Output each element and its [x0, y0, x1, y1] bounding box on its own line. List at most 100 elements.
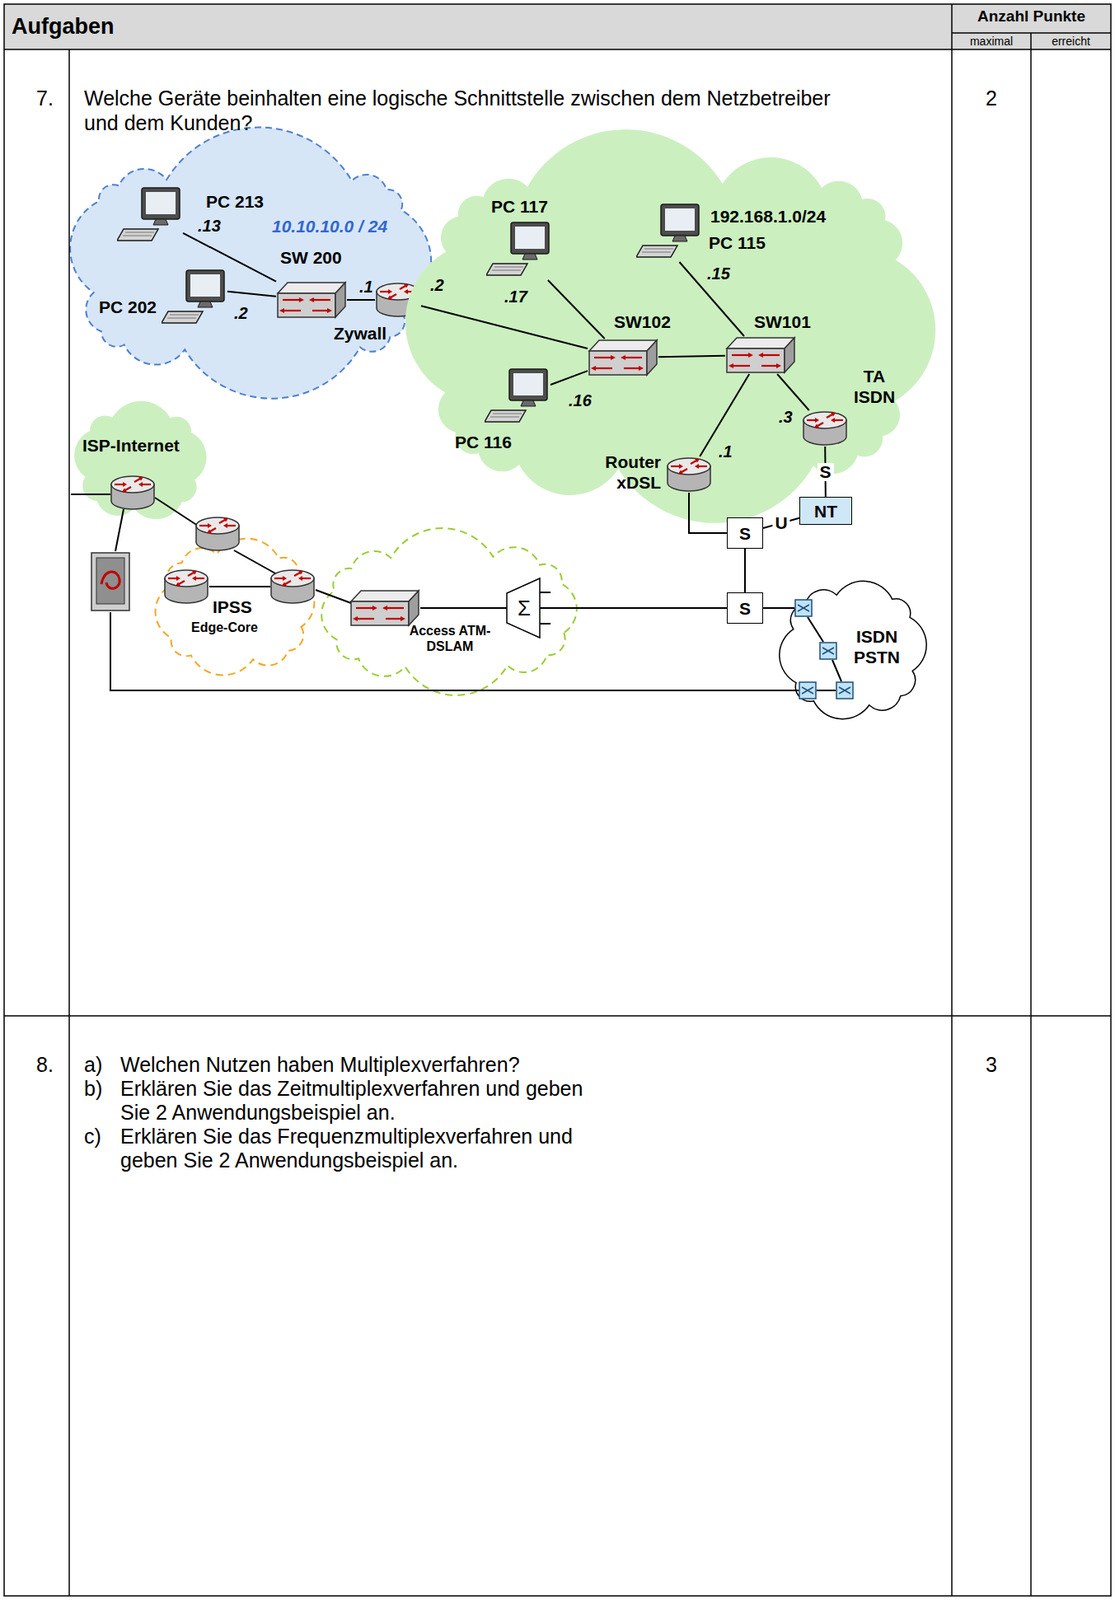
ip-suffix: .17 — [504, 286, 528, 307]
wire — [420, 607, 507, 610]
network-terminator-box: NT — [799, 496, 853, 525]
label-holder: b) — [84, 1077, 103, 1101]
label-holder: Aufgaben — [11, 13, 115, 40]
label-holder: .1 — [718, 441, 733, 462]
node-label: NT — [814, 501, 838, 522]
core-cloud: IPSSEdge-Core — [153, 539, 317, 675]
pc-icon — [117, 186, 183, 246]
wire — [70, 493, 111, 496]
router-icon — [164, 570, 208, 604]
label-holder: PC 115 — [708, 232, 766, 253]
multiplexer-symbol — [506, 578, 540, 638]
label-holder: IPSS — [212, 596, 253, 618]
task-text: Welche Geräte beinhalten eine logische S… — [84, 85, 867, 136]
node-label: S — [739, 523, 751, 544]
interface-label: S — [817, 463, 834, 482]
pc-icon: PC 115 — [636, 202, 703, 263]
cloud-outline — [70, 402, 210, 523]
switch-icon: SW102 — [587, 338, 659, 377]
exchange-icon — [819, 642, 837, 660]
router-icon — [667, 458, 711, 492]
label-holder: S — [817, 463, 834, 482]
node-label: TA ISDN — [848, 365, 900, 408]
task-text: Erklären Sie das Zeitmultiplexverfahren … — [120, 1077, 615, 1125]
points-value: 2 — [951, 85, 1031, 111]
table-grid — [4, 4, 1111, 1597]
ip-suffix: .2 — [234, 303, 249, 324]
task-number: 8. — [36, 1053, 54, 1078]
exchange-icon — [836, 682, 853, 699]
label-holder: .3 — [778, 407, 793, 427]
wire — [315, 590, 352, 604]
node-label: S — [739, 598, 751, 619]
switch-icon — [587, 338, 659, 377]
cloud-shape — [779, 580, 927, 719]
table-frame — [4, 4, 1111, 1597]
network-link — [688, 492, 727, 534]
label-holder: SW101 — [754, 311, 811, 333]
header-background — [4, 4, 1111, 50]
pstn-cloud: ISDN PSTN — [778, 580, 928, 720]
node-label: Edge-Core — [191, 619, 258, 636]
wire — [832, 660, 842, 682]
cloud-outline — [778, 580, 928, 720]
node-label: SW101 — [754, 311, 811, 333]
network-link — [227, 291, 277, 297]
label-holder: 8. — [36, 1053, 54, 1078]
router-icon — [803, 412, 847, 446]
table-rule — [1030, 32, 1032, 1597]
cloud-shape — [405, 129, 936, 524]
interface-label: U — [772, 514, 790, 533]
label-holder: Access ATM-DSLAM — [403, 623, 497, 655]
table-rule — [951, 32, 1111, 34]
exchange-icon — [799, 682, 816, 699]
node-label: SW 200 — [280, 247, 342, 268]
label-holder: a) — [84, 1053, 103, 1078]
node-label: Router xDSL — [598, 451, 661, 493]
label-holder: PC 116 — [454, 431, 512, 453]
item-letter: c) — [84, 1124, 102, 1149]
label-holder: .2 — [234, 303, 249, 324]
wire — [778, 607, 795, 610]
node-label: IPSS — [212, 596, 253, 618]
label-holder: 2 — [951, 85, 1031, 111]
ip-suffix: .1 — [359, 276, 374, 297]
router-icon: TA ISDN — [801, 410, 848, 447]
node-label: PC 213 — [206, 191, 264, 212]
switch-icon — [725, 336, 797, 375]
network-link — [550, 370, 588, 385]
router-icon — [271, 570, 314, 604]
wire — [110, 612, 799, 691]
pc-icon — [117, 187, 180, 241]
label-holder: PC 117 — [491, 196, 549, 217]
ip-suffix: .15 — [707, 263, 731, 284]
network-link — [763, 607, 779, 610]
label-holder: 3 — [951, 1053, 1031, 1078]
cloud-outline — [316, 539, 582, 684]
table-rule — [4, 48, 1111, 51]
router-icon — [665, 456, 713, 493]
mux-outputs — [539, 592, 582, 624]
pc-icon: PC 213 — [117, 186, 183, 246]
label-holder: PC 202 — [98, 296, 157, 318]
task-text: Welchen Nutzen haben Multiplexverfahren? — [120, 1053, 521, 1078]
node-label: ISDN PSTN — [850, 626, 904, 668]
network-link — [346, 299, 375, 301]
exchange-icon — [795, 599, 812, 617]
network-link — [658, 356, 726, 357]
task-text: Erklären Sie das Frequenzmultiplexverfah… — [120, 1124, 615, 1173]
label-holder: TA ISDN — [848, 365, 900, 408]
pc-icon: PC 116 — [484, 367, 551, 427]
network-link — [744, 548, 746, 593]
network-link — [421, 305, 588, 349]
label-holder: .13 — [197, 215, 221, 236]
switch-icon: SW 200 — [276, 281, 347, 319]
label-holder: Anzahl Punkte — [951, 7, 1111, 26]
cloud-shape — [70, 127, 432, 399]
ip-suffix: .1 — [718, 441, 733, 462]
switch-icon — [726, 337, 795, 373]
label-holder: .1 — [359, 276, 374, 297]
